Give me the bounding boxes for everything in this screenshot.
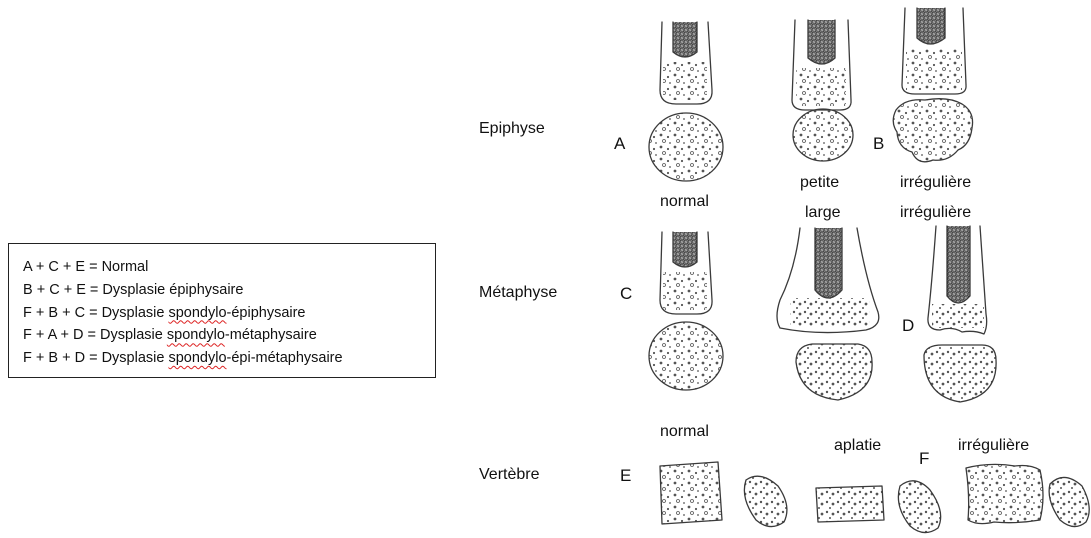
caption-normal-bottom: normal bbox=[660, 423, 709, 441]
caption-petite: petite bbox=[800, 174, 839, 192]
letter-a: A bbox=[614, 134, 625, 154]
caption-normal-top: normal bbox=[660, 193, 709, 211]
row-label-vertebre: Vertèbre bbox=[479, 466, 539, 484]
vertebre-normal-sketch bbox=[660, 462, 787, 527]
metaphyse-irreguliere-sketch bbox=[924, 226, 996, 402]
letter-d: D bbox=[902, 316, 914, 336]
metaphyse-large-sketch bbox=[777, 228, 879, 400]
caption-irreguliere-top: irrégulière bbox=[900, 174, 971, 192]
letter-e: E bbox=[620, 466, 631, 486]
row-label-metaphyse: Métaphyse bbox=[479, 284, 557, 302]
caption-large: large bbox=[805, 204, 841, 222]
vertebre-irreguliere-sketch bbox=[966, 464, 1089, 526]
vertebre-aplatie-sketch bbox=[816, 481, 941, 533]
letter-b: B bbox=[873, 134, 884, 154]
caption-irreguliere-bottom: irrégulière bbox=[958, 437, 1029, 455]
epiphyse-petite-sketch bbox=[792, 20, 853, 161]
caption-irreguliere-mid: irrégulière bbox=[900, 204, 971, 222]
letter-f: F bbox=[919, 449, 929, 469]
letter-c: C bbox=[620, 284, 632, 304]
epiphyse-irreguliere-sketch bbox=[893, 8, 972, 162]
row-label-epiphyse: Epiphyse bbox=[479, 120, 545, 138]
caption-aplatie: aplatie bbox=[834, 437, 881, 455]
metaphyse-normal-sketch bbox=[649, 232, 723, 390]
epiphyse-normal-sketch bbox=[649, 22, 723, 181]
